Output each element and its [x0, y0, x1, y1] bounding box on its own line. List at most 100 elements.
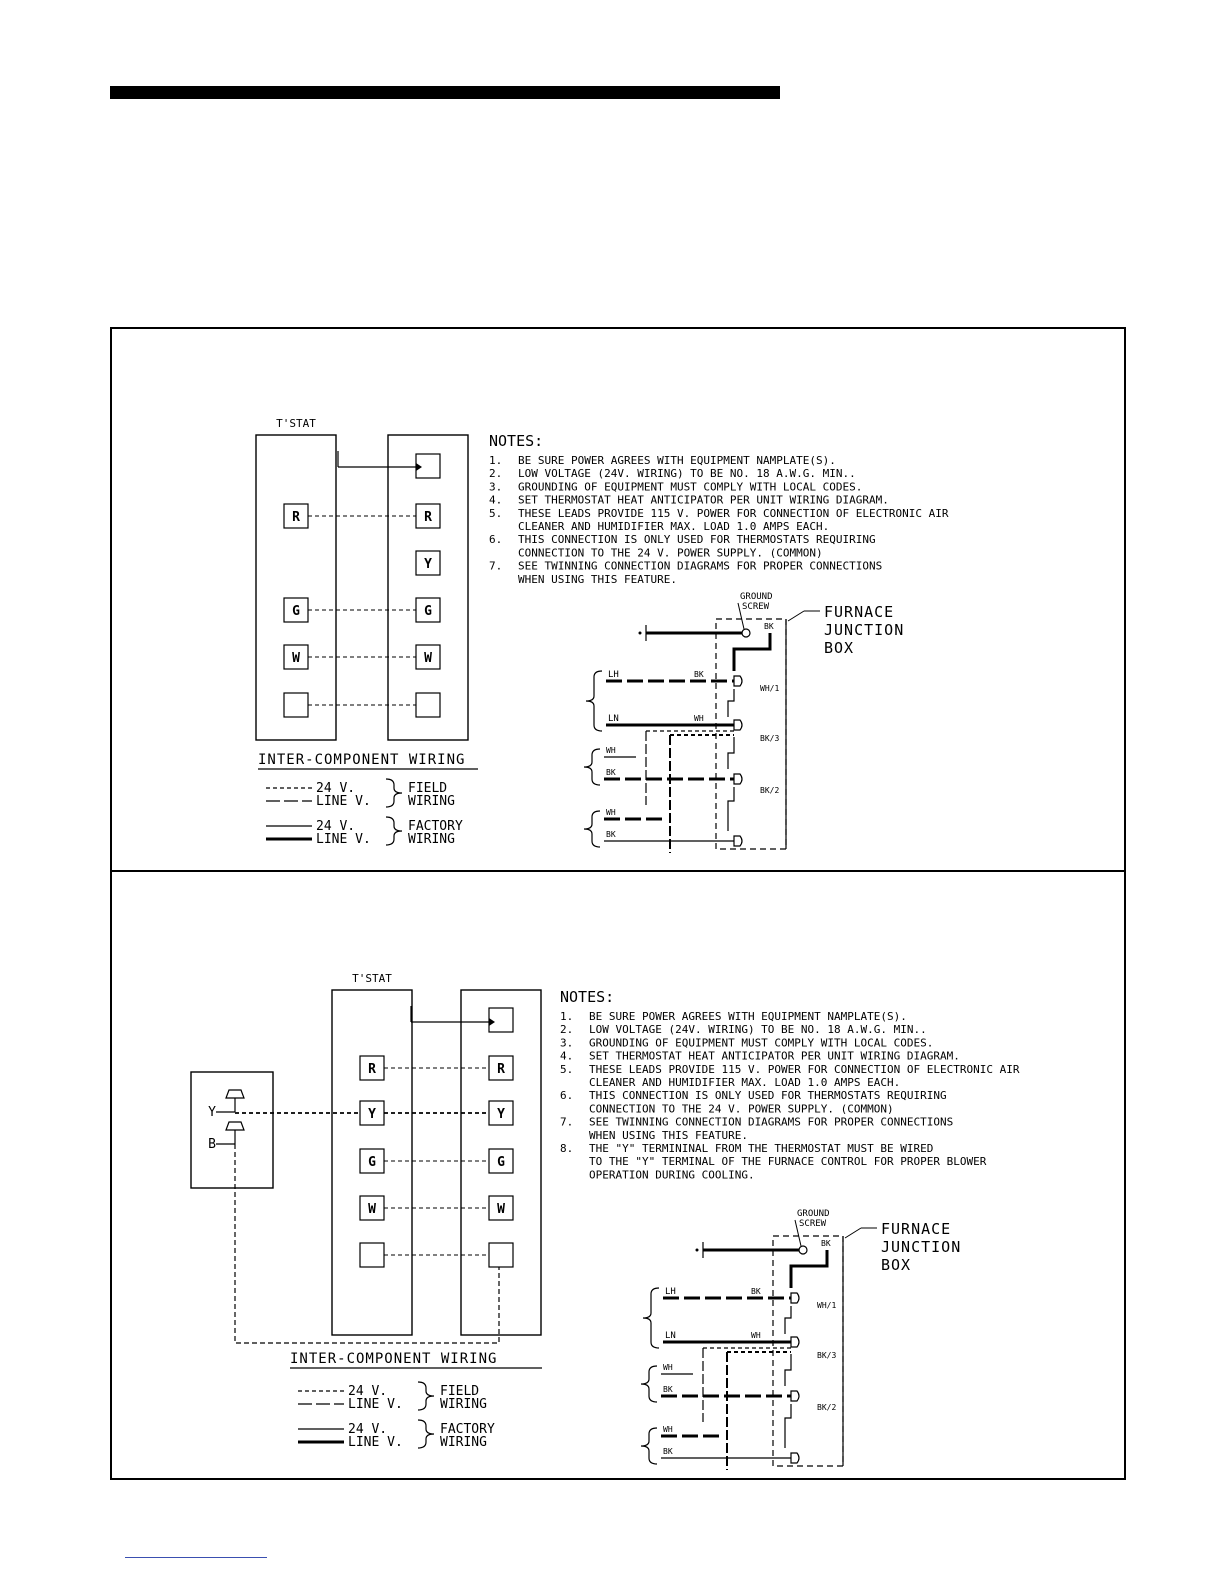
terminal-label: W [368, 1202, 376, 1217]
brace [583, 810, 601, 848]
inter-component-label: INTER-COMPONENT WIRING [290, 1351, 497, 1367]
wh-label: WH [606, 808, 616, 817]
note-line: GROUNDING OF EQUIPMENT MUST COMPLY WITH … [589, 1036, 933, 1049]
terminal-box [488, 1195, 514, 1221]
terminal: Y [415, 550, 441, 576]
note-line: SEE TWINNING CONNECTION DIAGRAMS FOR PRO… [518, 560, 882, 573]
bk-label: BK [606, 768, 616, 777]
legend-24v: 24 V. [348, 1422, 387, 1437]
note-number: 6. [489, 533, 502, 546]
wh-label: WH [694, 714, 704, 723]
connector [733, 773, 743, 785]
terminal-label: G [497, 1155, 505, 1170]
notes-title: NOTES: [560, 988, 614, 1006]
note-line: GROUNDING OF EQUIPMENT MUST COMPLY WITH … [518, 480, 862, 493]
note-line: TO THE "Y" TERMINAL OF THE FURNACE CONTR… [589, 1155, 987, 1168]
note-line: BE SURE POWER AGREES WITH EQUIPMENT NAMP… [589, 1010, 907, 1023]
legend-line-v: LINE V. [348, 1397, 403, 1412]
thermostat-box [331, 989, 413, 1336]
note-line: SEE TWINNING CONNECTION DIAGRAMS FOR PRO… [589, 1116, 953, 1129]
terminal: R [359, 1055, 385, 1081]
terminal-box [415, 550, 441, 576]
terminal-label: R [292, 510, 300, 525]
terminal-box [488, 1007, 514, 1033]
note-line: BE SURE POWER AGREES WITH EQUIPMENT NAMP… [518, 454, 836, 467]
bk3-label: BK/3 [817, 1351, 836, 1360]
bk-label: BK [694, 670, 704, 679]
legend-24v: 24 V. [316, 781, 355, 796]
ground-screw-label: GROUND [797, 1209, 830, 1219]
ac-terminal-label: Y [208, 1105, 216, 1120]
legend-wiring: WIRING [440, 1435, 487, 1450]
terminal: G [415, 597, 441, 623]
wh-label: WH [606, 746, 616, 755]
terminal-label: G [292, 604, 300, 619]
bk-label: BK [663, 1447, 673, 1456]
note-number: 6. [560, 1089, 573, 1102]
terminal: R [488, 1055, 514, 1081]
bk-label: BK [606, 830, 616, 839]
note-line: SET THERMOSTAT HEAT ANTICIPATOR PER UNIT… [589, 1050, 960, 1063]
terminal [359, 1242, 385, 1268]
wh-label: WH [663, 1363, 673, 1372]
legend-line-v: LINE V. [348, 1435, 403, 1450]
junction-leader [844, 1227, 862, 1239]
terminal-label: R [368, 1062, 376, 1077]
terminal: G [283, 597, 309, 623]
bk2-label: BK/2 [760, 786, 779, 795]
factory-wire [727, 689, 735, 717]
junction-leader [787, 610, 805, 622]
factory-wire [727, 737, 735, 769]
factory-wire [727, 787, 735, 831]
note-number: 2. [560, 1023, 573, 1036]
note-number: 8. [560, 1142, 573, 1155]
note-number: 4. [560, 1050, 573, 1063]
terminal: Y [359, 1100, 385, 1126]
legend-24v: 24 V. [316, 819, 355, 834]
thermostat-label: T'STAT [352, 972, 392, 985]
note-line: THESE LEADS PROVIDE 115 V. POWER FOR CON… [518, 507, 949, 520]
note-number: 1. [489, 454, 502, 467]
connector [733, 675, 743, 687]
note-line: WHEN USING THIS FEATURE. [589, 1129, 748, 1142]
note-line: CONNECTION TO THE 24 V. POWER SUPPLY. (C… [518, 546, 823, 559]
terminal: Y [488, 1100, 514, 1126]
junction-title: JUNCTION [824, 621, 904, 639]
ground-dot [695, 1248, 699, 1252]
junction-title: BOX [824, 639, 854, 657]
note-line: THESE LEADS PROVIDE 115 V. POWER FOR CON… [589, 1063, 1020, 1076]
connector [790, 1292, 800, 1304]
terminal-label: W [497, 1202, 505, 1217]
ground-screw-label: GROUND [740, 592, 773, 602]
terminal-label: R [497, 1062, 505, 1077]
factory-wire [732, 633, 772, 671]
junction-title: JUNCTION [881, 1238, 961, 1256]
terminal: G [359, 1148, 385, 1174]
note-line: CLEANER AND HUMIDIFIER MAX. LOAD 1.0 AMP… [518, 520, 829, 533]
footer-link-line [125, 1557, 267, 1558]
terminal: W [359, 1195, 385, 1221]
lh-label: LH [608, 670, 619, 680]
wh-label: WH [751, 1331, 761, 1340]
ac-unit-box [190, 1071, 274, 1189]
wh1-label: WH/1 [760, 684, 779, 693]
brace [385, 778, 403, 808]
ac-terminal [225, 1121, 245, 1131]
bk-label: BK [751, 1287, 761, 1296]
arrow-head [489, 1018, 495, 1026]
ln-label: LN [665, 1331, 676, 1341]
terminal-box [415, 453, 441, 479]
notes-title: NOTES: [489, 432, 543, 450]
figure-frame [110, 327, 1126, 1480]
thermostat-label: T'STAT [276, 417, 316, 430]
ln-label: LN [608, 714, 619, 724]
terminal [488, 1242, 514, 1268]
furnace-control-box [387, 434, 469, 741]
note-number: 5. [489, 507, 502, 520]
terminal [415, 453, 441, 479]
connector [733, 835, 743, 847]
ground-leader [794, 1219, 802, 1247]
note-line: LOW VOLTAGE (24V. WIRING) TO BE NO. 18 A… [589, 1023, 927, 1036]
